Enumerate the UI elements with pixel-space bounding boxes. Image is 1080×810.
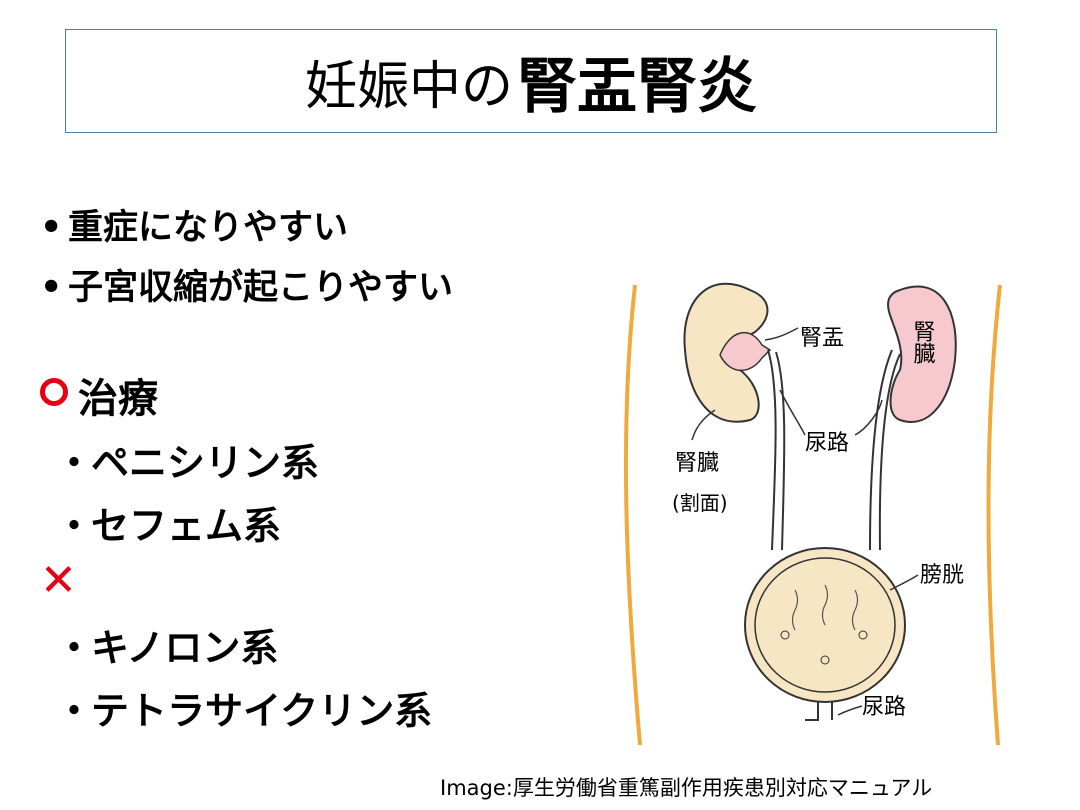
- treatment-ok-item: ・ペニシリン系: [55, 432, 319, 487]
- item-marker: ・: [55, 441, 94, 485]
- body-outline-left: [623, 284, 642, 746]
- label-kidney-left-sub: (割面): [672, 491, 728, 515]
- urinary-system-illustration: 腎盂 腎臓 尿路 腎臓 (割面) 膀胱 尿路: [623, 282, 1002, 746]
- bullet-text: 重症になりやすい: [68, 208, 349, 248]
- leader-line: [691, 409, 716, 441]
- treatment-ng-text: テトラサイクリン系: [91, 689, 433, 733]
- label-pelvis: 腎盂: [800, 326, 844, 351]
- item-marker: ・: [55, 626, 94, 670]
- label-urethra: 尿路: [862, 695, 906, 720]
- ureter-left: [767, 349, 777, 551]
- ureter-opening: [780, 630, 790, 640]
- treatment-heading-text: 治療: [78, 376, 158, 422]
- bullet-item: •子宮収縮が起こりやすい: [40, 258, 453, 318]
- bladder-fold: [821, 584, 829, 626]
- kidney-right-shape: [887, 285, 957, 423]
- leader-line: [837, 705, 863, 716]
- treatment-ok-item: ・セフェム系: [55, 495, 281, 550]
- bullet-text: 子宮収縮が起こりやすい: [68, 268, 454, 308]
- treatment-heading: 治療: [40, 366, 158, 424]
- bullet-list: •重症になりやすい •子宮収縮が起こりやすい: [40, 198, 453, 318]
- circle-ok-icon: [40, 378, 68, 406]
- treatment-ok-text: ペニシリン系: [91, 441, 320, 485]
- leader-line: [889, 574, 919, 591]
- body-outline-right: [986, 284, 1002, 746]
- renal-pelvis: [719, 331, 772, 372]
- label-kidney-left: 腎臓: [675, 451, 719, 476]
- treatment-ng-item: ・テトラサイクリン系: [55, 680, 432, 735]
- label-ureter: 尿路: [805, 431, 849, 456]
- urethra: [805, 702, 819, 721]
- bladder-fold: [791, 589, 799, 631]
- leader-line: [779, 389, 806, 436]
- bullet-marker: •: [40, 268, 63, 308]
- urethra-opening: [820, 655, 830, 665]
- title-main: 腎盂腎炎: [517, 51, 757, 122]
- ureter-opening: [858, 630, 868, 640]
- bladder-inner: [754, 557, 896, 693]
- treatment-ng-item: ・キノロン系: [55, 617, 278, 672]
- leader-line: [764, 327, 799, 341]
- leader-line: [854, 399, 883, 436]
- bladder-fold: [851, 589, 859, 631]
- treatment-ng-text: キノロン系: [91, 626, 279, 670]
- ureter-right: [869, 349, 893, 551]
- label-kidney-right: 腎臓: [910, 320, 936, 364]
- title-prefix: 妊娠中の: [304, 56, 513, 117]
- ng-heading: ✕: [40, 555, 77, 606]
- label-bladder: 膀胱: [920, 563, 964, 588]
- ureter-left-inner: [775, 351, 786, 551]
- treatment-ok-text: セフェム系: [91, 504, 282, 548]
- bullet-marker: •: [40, 208, 63, 248]
- title-box: 妊娠中の 腎盂腎炎: [65, 29, 997, 133]
- ureter-right-inner: [878, 353, 901, 551]
- item-marker: ・: [55, 689, 94, 733]
- image-credit: Image:厚生労働省重篤副作用疾患別対応マニュアル: [440, 776, 933, 800]
- item-marker: ・: [55, 504, 94, 548]
- cross-ng-icon: ✕: [40, 555, 77, 606]
- bullet-item: •重症になりやすい: [40, 198, 453, 258]
